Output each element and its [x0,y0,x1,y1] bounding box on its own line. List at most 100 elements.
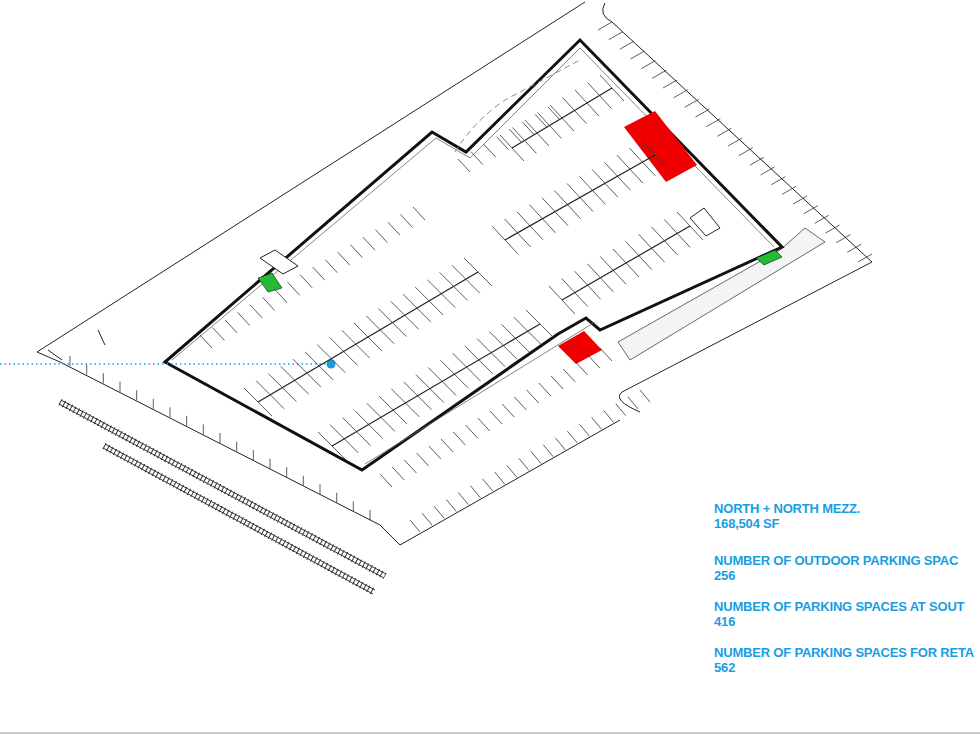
stall-line [562,226,690,300]
stall-line [410,520,420,532]
stall-line [739,148,753,156]
stall-line [588,285,601,299]
stall-line [663,80,677,88]
stall-line [331,359,345,373]
stall-line [643,162,656,176]
stall-line [343,418,357,432]
stall-line [453,432,465,445]
stall-line [404,460,416,473]
red-zone [624,111,697,182]
stall-line [815,215,829,223]
stall-line [630,169,643,183]
green-entry [258,273,282,292]
stall-line [405,403,419,417]
stall-line [368,337,382,351]
stall-line [677,233,690,247]
stall-line [512,148,524,161]
stall-line [620,41,634,49]
stall-line [429,301,443,315]
stall-line [512,88,612,148]
stall-line [563,369,575,382]
stall-line [466,279,480,293]
plan-stat: 256 [714,569,735,583]
stall-line [592,169,605,183]
stall-line [427,280,441,294]
stall-line [539,383,551,396]
stall-line [70,356,71,366]
stall-line [356,344,370,358]
stall-line [514,317,528,331]
stall-line [258,272,478,402]
stall-line [268,374,282,388]
stall-line [519,458,529,470]
stall-line [293,359,307,373]
leader-line [0,363,326,365]
plan-stat: 562 [714,661,735,675]
stall-line [502,324,516,338]
stall-line [535,114,547,127]
stall-line [587,264,600,278]
stall-line [761,167,775,175]
stall-line [513,128,525,141]
stall-line [465,346,479,360]
stall-line [401,215,413,228]
stall-line [580,424,590,436]
stall-line [136,390,137,400]
stall-line [440,272,454,286]
stall-line [330,425,344,439]
stall-line [600,278,613,292]
stall-line [550,126,562,139]
stall-line [464,258,478,272]
stall-line [478,418,490,431]
stall-line [600,75,612,88]
stall-line [655,155,668,169]
stall-line [318,432,332,446]
stall-line [403,294,417,308]
stall-line [531,452,541,464]
stall-line [307,373,321,387]
stall-line [305,352,319,366]
stall-line [685,99,699,107]
stall-line [517,212,530,226]
stall-line [495,472,505,484]
site-boundary [37,2,872,545]
stall-line [367,403,381,417]
stall-line [379,396,393,410]
stall-line [452,265,466,279]
stall-line [575,271,588,285]
stall-line [626,263,639,277]
stall-line [381,417,395,431]
stall-line [717,128,731,136]
stall-line [275,290,287,303]
stall-line [750,157,764,165]
stall-line [575,293,588,307]
stall-line [417,308,431,322]
stall-line [370,510,371,520]
stall-line [618,176,631,190]
stall-line [639,256,652,270]
stall-line [330,337,344,351]
stall-line [453,353,467,367]
stall-line [674,90,688,98]
green-entry [756,250,782,265]
stall-line [380,474,392,487]
stall-line [366,316,380,330]
stall-line [804,206,818,214]
stall-line [354,323,368,337]
plan-stat: NORTH + NORTH MEZZ. [714,502,860,516]
stall-line [664,219,677,233]
stall-line [502,404,514,417]
stall-line [509,129,521,142]
stall-line [303,476,304,486]
stall-line [170,407,171,417]
stall-line [441,439,453,452]
stall-line [600,256,613,270]
stall-line [484,144,496,157]
stall-line [392,467,404,480]
stall-line [258,402,272,416]
stall-line [441,294,455,308]
sidewalk [618,228,825,360]
stall-line [317,345,331,359]
stall-line [203,424,204,434]
